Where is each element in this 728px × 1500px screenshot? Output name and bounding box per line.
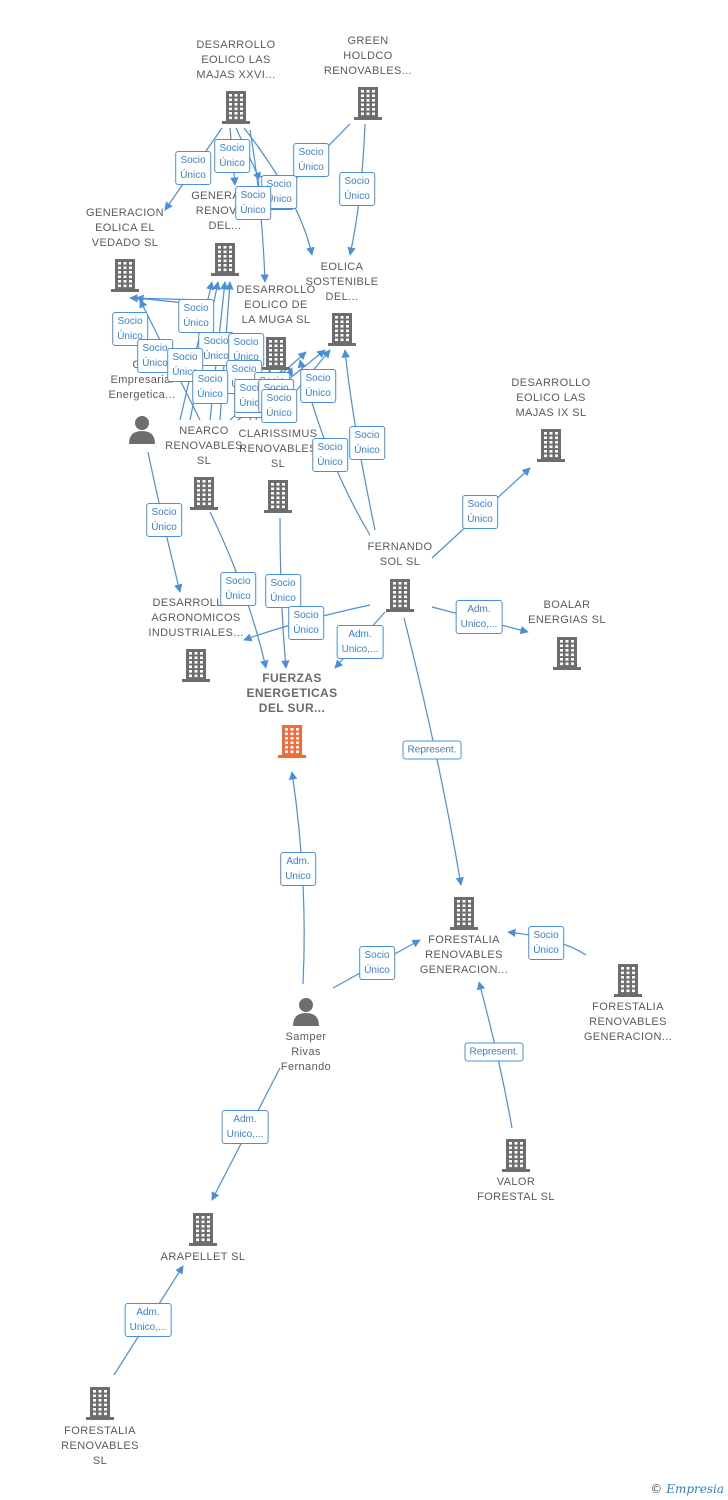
- building-icon[interactable]: [136, 646, 256, 684]
- copyright-symbol: ©: [650, 1482, 663, 1496]
- node-label-valor-forestal[interactable]: VALOR FORESTAL SL: [477, 1176, 555, 1203]
- building-icon[interactable]: [165, 240, 285, 278]
- edge-label[interactable]: Adm. Unico,...: [124, 1303, 172, 1337]
- edge-label[interactable]: Socio Único: [312, 438, 348, 472]
- edge-label[interactable]: Socio Único: [235, 186, 271, 220]
- node-label-eolica-sostenible[interactable]: EOLICA SOSTENIBLE DEL...: [305, 261, 379, 303]
- person-icon[interactable]: [82, 412, 202, 446]
- building-icon[interactable]: [491, 426, 611, 464]
- node-label-green-holdco[interactable]: GREEN HOLDCO RENOVABLES...: [323, 35, 413, 77]
- building-icon[interactable]: [40, 1384, 160, 1422]
- building-icon[interactable]: [568, 961, 688, 999]
- edge-label[interactable]: Socio Único: [359, 946, 395, 980]
- building-icon[interactable]: [232, 722, 352, 760]
- edge-label[interactable]: Socio Único: [220, 572, 256, 606]
- edge-label[interactable]: Socio Único: [137, 339, 173, 373]
- person-icon[interactable]: [246, 994, 366, 1028]
- building-icon[interactable]: [144, 474, 264, 512]
- node-label-fuerzas-energeticas[interactable]: FUERZAS ENERGETICAS DEL SUR...: [246, 671, 338, 715]
- brand-name: Empresia: [666, 1482, 724, 1496]
- building-icon[interactable]: [282, 310, 402, 348]
- brand-logo: ©Empresia: [650, 1482, 724, 1496]
- node-label-samper-rivas[interactable]: Samper Rivas Fernando: [280, 1031, 332, 1073]
- building-icon[interactable]: [143, 1210, 263, 1248]
- edge-label[interactable]: Represent.: [464, 1042, 524, 1062]
- edge-label[interactable]: Socio Único: [175, 151, 211, 185]
- node-label-forestalia-generacion-a[interactable]: FORESTALIA RENOVABLES GENERACION...: [419, 934, 509, 976]
- building-icon[interactable]: [65, 256, 185, 294]
- node-label-nearco[interactable]: NEARCO RENOVABLES SL: [165, 425, 243, 467]
- edge-label[interactable]: Socio Único: [288, 606, 324, 640]
- edge-label[interactable]: Socio Único: [146, 503, 182, 537]
- edge-label[interactable]: Socio Único: [112, 312, 148, 346]
- building-icon[interactable]: [216, 334, 336, 372]
- edge-label[interactable]: Socio Único: [528, 926, 564, 960]
- building-icon[interactable]: [507, 634, 627, 672]
- node-label-desarrollo-eolico-majas-ix[interactable]: DESARROLLO EOLICO LAS MAJAS IX SL: [511, 377, 591, 419]
- node-label-clarissimus[interactable]: CLARISSIMUS RENOVABLES SL: [238, 428, 318, 470]
- building-icon[interactable]: [340, 576, 460, 614]
- edge-label[interactable]: Represent.: [402, 740, 462, 760]
- node-label-generacion-eolica-vedado[interactable]: GENERACION EOLICA EL VEDADO SL: [86, 207, 164, 249]
- edge-label[interactable]: Socio Único: [339, 172, 375, 206]
- node-label-boalar[interactable]: BOALAR ENERGIAS SL: [528, 599, 606, 626]
- building-icon[interactable]: [456, 1136, 576, 1174]
- node-label-forestalia-renovables[interactable]: FORESTALIA RENOVABLES SL: [61, 1425, 139, 1467]
- node-label-desarrollo-eolico-majas-xxvi[interactable]: DESARROLLO EOLICO LAS MAJAS XXVI...: [196, 39, 276, 81]
- edge-label[interactable]: Socio Único: [192, 370, 228, 404]
- edge-label[interactable]: Adm. Unico,...: [336, 625, 384, 659]
- node-label-arapellet[interactable]: ARAPELLET SL: [160, 1251, 246, 1263]
- building-icon[interactable]: [404, 894, 524, 932]
- edge-label[interactable]: Adm. Unico: [280, 852, 316, 886]
- edge-label[interactable]: Adm. Unico,...: [455, 600, 503, 634]
- edge-label[interactable]: Socio Único: [261, 389, 297, 423]
- edge-label[interactable]: Socio Único: [178, 299, 214, 333]
- node-label-fernando-sol[interactable]: FERNANDO SOL SL: [367, 541, 433, 568]
- node-label-forestalia-generacion-b[interactable]: FORESTALIA RENOVABLES GENERACION...: [583, 1001, 673, 1043]
- edge-label[interactable]: Adm. Unico,...: [221, 1110, 269, 1144]
- building-icon[interactable]: [176, 88, 296, 126]
- edge-label[interactable]: Socio Único: [462, 495, 498, 529]
- edge-label[interactable]: Socio Único: [214, 139, 250, 173]
- edge-label[interactable]: Socio Único: [167, 348, 203, 382]
- edge-label[interactable]: Socio Único: [300, 369, 336, 403]
- node-label-desarrollo-eolico-muga[interactable]: DESARROLLO EOLICO DE LA MUGA SL: [236, 284, 316, 326]
- building-icon[interactable]: [308, 84, 428, 122]
- building-icon[interactable]: [218, 477, 338, 515]
- edge-label[interactable]: Socio Único: [293, 143, 329, 177]
- edge-label[interactable]: Socio Único: [349, 426, 385, 460]
- node-label-desarrollos-agronomicos[interactable]: DESARROLLOS AGRONOMICOS INDUSTRIALES...: [148, 597, 244, 639]
- edge-label[interactable]: Socio Único: [265, 574, 301, 608]
